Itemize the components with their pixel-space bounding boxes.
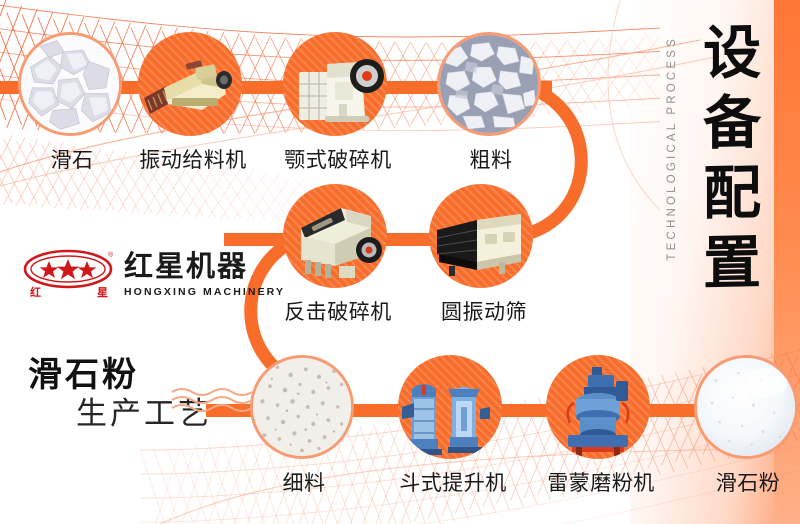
flow-node-bucket-elevator[interactable]: 斗式提升机 (398, 355, 508, 495)
raymond-mill-machine-icon (546, 355, 650, 459)
logo-mark-subtext: 红 星 (30, 284, 108, 300)
flow-node-label: 细料 (282, 472, 326, 495)
talc-rocks-photo-icon (21, 35, 119, 133)
page-title-line1: 滑石粉 (28, 356, 139, 394)
svg-text:®: ® (108, 251, 114, 259)
flow-node-talc-powder[interactable]: 滑石粉 (694, 355, 800, 495)
flow-node-label: 反击破碎机 (284, 301, 392, 324)
equipment-configuration-title: 设备配置 (693, 21, 761, 303)
talc-powder-circle (694, 355, 798, 459)
page-title: 滑石粉 生产工艺 (28, 356, 253, 431)
logo-mark: ® 红 星 (22, 248, 114, 302)
bucket-elevator-machine-icon (398, 355, 502, 459)
flow-node-vibrating-screen[interactable]: 圆振动筛 (429, 184, 539, 324)
flow-node-raymond-mill[interactable]: 雷蒙磨粉机 (546, 355, 656, 495)
flow-node-coarse-material[interactable]: 粗料 (437, 32, 545, 172)
flow-node-label: 滑石 (50, 149, 94, 172)
fine-powder-photo-icon (253, 358, 351, 456)
vibrating-feeder-machine-icon (138, 32, 242, 136)
flow-node-talc[interactable]: 滑石 (18, 32, 126, 172)
flow-node-label: 振动给料机 (139, 149, 247, 172)
bucket-elevator-circle (398, 355, 502, 459)
fine-material-circle (250, 355, 354, 459)
brand-logo[interactable]: ® 红 星 红星机器 HONGXING MACHINERY (22, 248, 285, 302)
flow-node-label: 滑石粉 (715, 472, 781, 495)
flow-node-label: 圆振动筛 (441, 301, 527, 324)
flow-node-label: 颚式破碎机 (284, 149, 392, 172)
flow-node-label: 斗式提升机 (399, 472, 507, 495)
logo-english-name: HONGXING MACHINERY (124, 285, 286, 298)
talc-circle (18, 32, 122, 136)
vibrating-feeder-circle (138, 32, 242, 136)
talc-powder-photo-icon (697, 358, 795, 456)
impact-crusher-circle (283, 184, 387, 288)
raymond-mill-circle (546, 355, 650, 459)
coarse-material-circle (437, 32, 541, 136)
technological-process-subtitle: TECHNOLOGICAL PROCESS (666, 36, 678, 261)
logo-mark-char-right: 星 (97, 287, 108, 299)
flow-node-fine-material[interactable]: 细料 (250, 355, 358, 495)
flow-node-vibrating-feeder[interactable]: 振动给料机 (138, 32, 248, 172)
logo-wordmark: 红星机器 HONGXING MACHINERY (124, 250, 286, 298)
decorative-squiggle (170, 386, 256, 417)
impact-crusher-machine-icon (283, 184, 387, 288)
flow-node-label: 雷蒙磨粉机 (547, 472, 655, 495)
jaw-crusher-machine-icon (283, 32, 387, 136)
vibrating-screen-circle (429, 184, 533, 288)
logo-mark-char-left: 红 (30, 287, 41, 299)
flow-node-impact-crusher[interactable]: 反击破碎机 (283, 184, 393, 324)
page-title-line2: 生产工艺 (76, 395, 212, 431)
logo-chinese-name: 红星机器 (124, 250, 249, 283)
flow-node-jaw-crusher[interactable]: 颚式破碎机 (283, 32, 393, 172)
jaw-crusher-circle (283, 32, 387, 136)
three-stars-oval-icon: ® (23, 249, 114, 289)
coarse-aggregate-photo-icon (440, 35, 538, 133)
flow-node-label: 粗料 (469, 149, 513, 172)
circular-vibrating-screen-machine-icon (429, 184, 533, 288)
